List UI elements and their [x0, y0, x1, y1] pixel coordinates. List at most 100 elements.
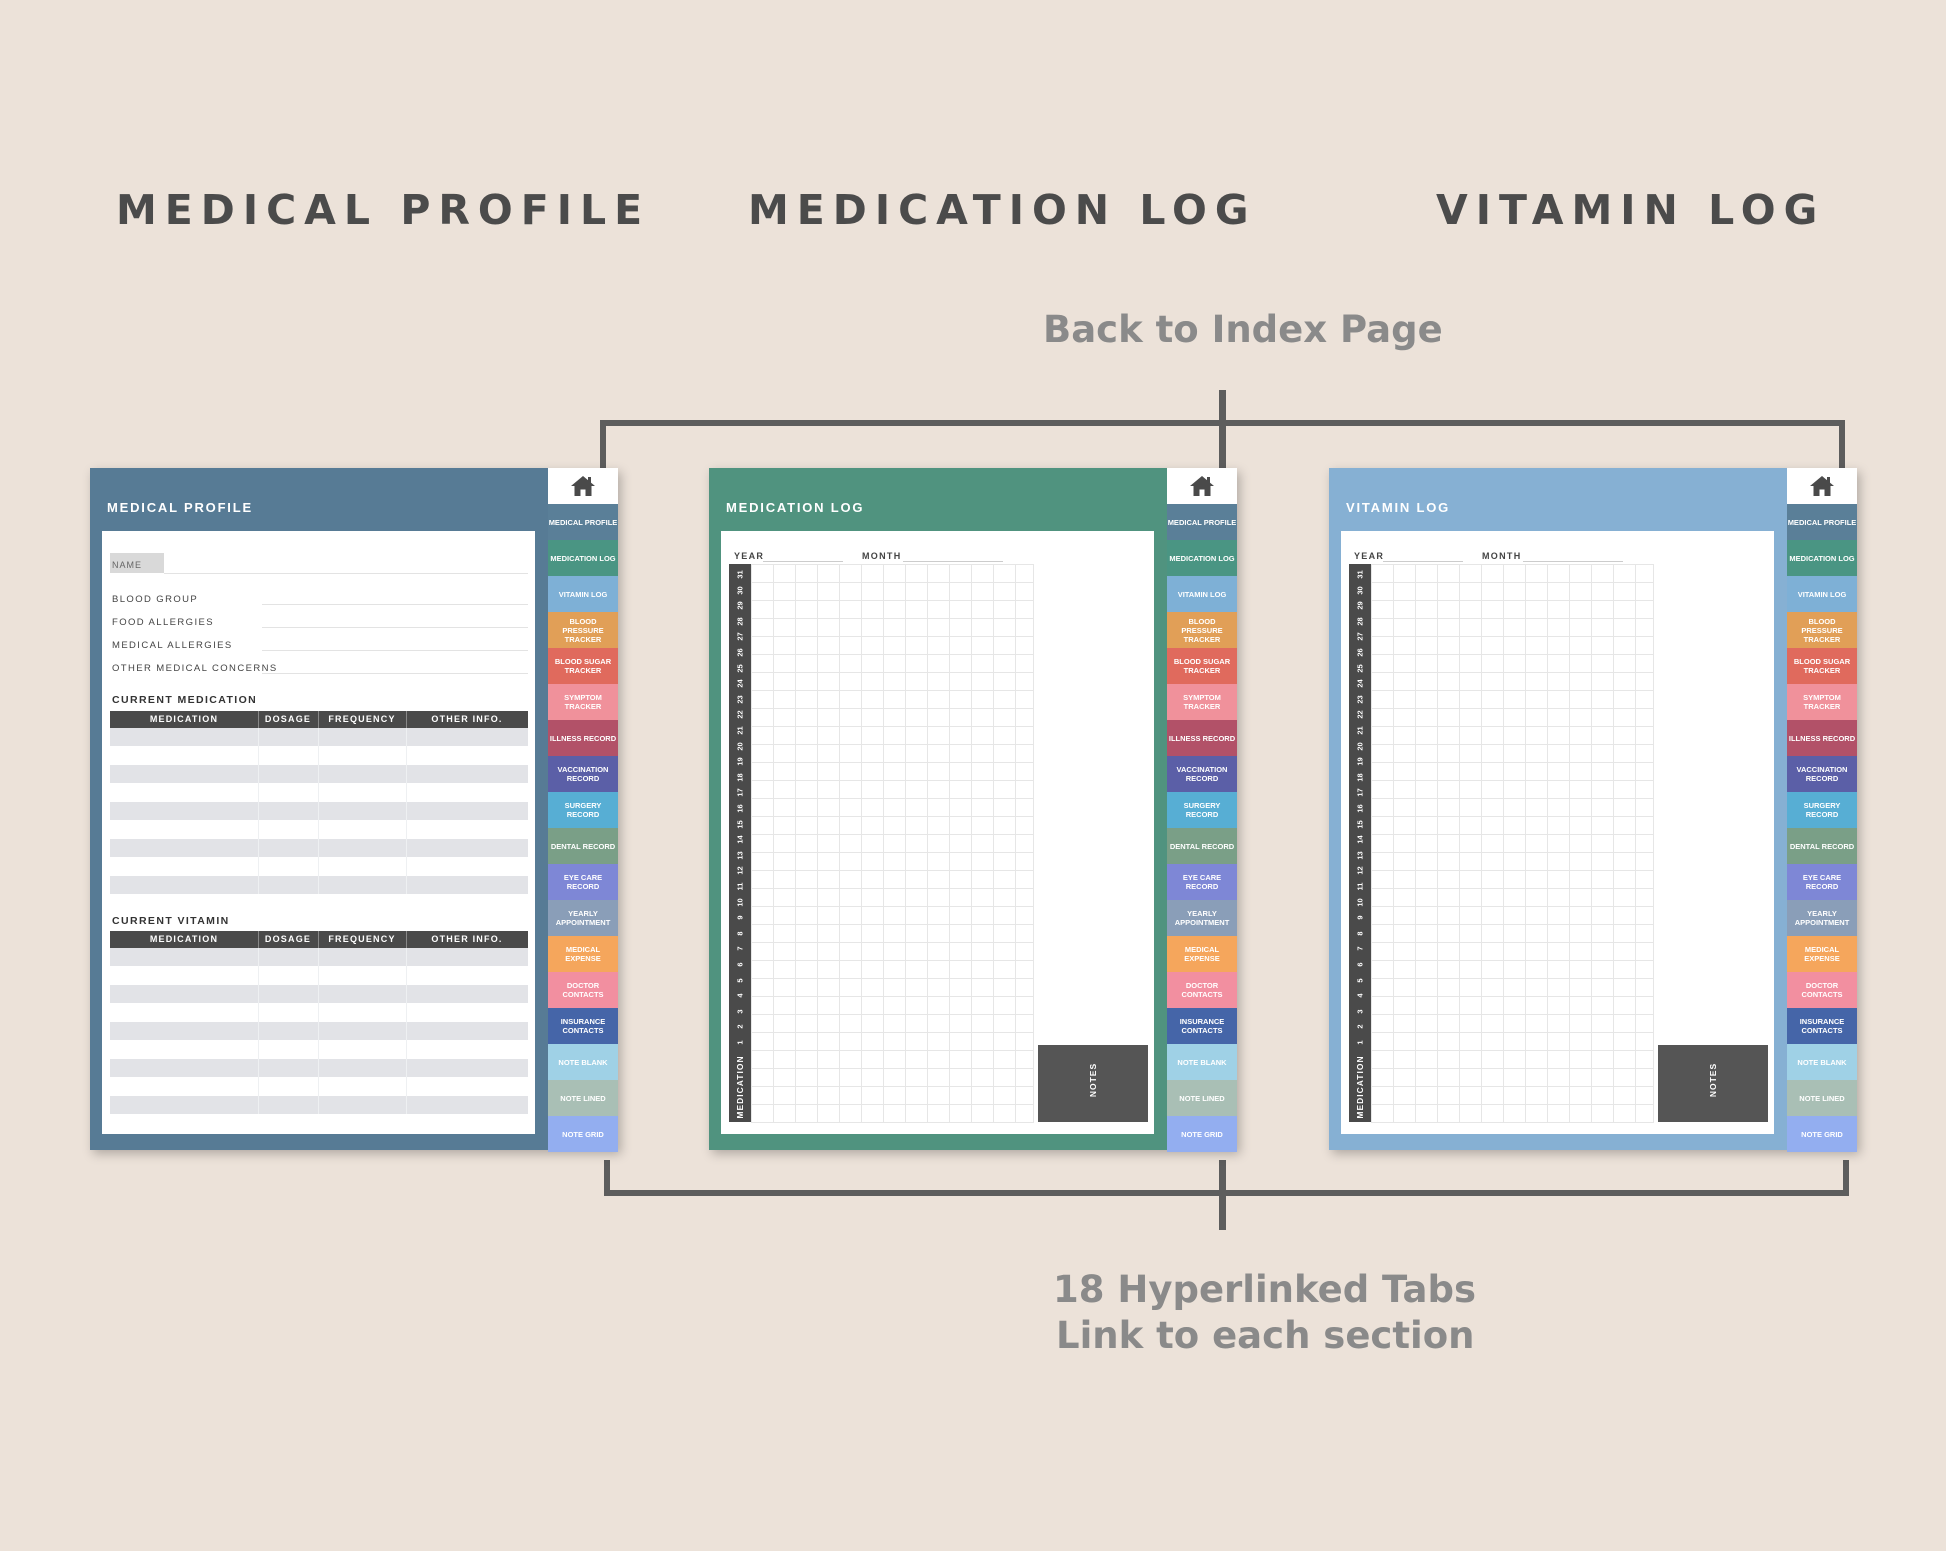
tab-symptom-tracker[interactable]: SYMPTOM TRACKER [1787, 684, 1857, 720]
field-label: BLOOD GROUP [112, 594, 199, 605]
tab-symptom-tracker[interactable]: SYMPTOM TRACKER [548, 684, 618, 720]
home-icon [1810, 476, 1834, 496]
tab-yearly-appointment[interactable]: YEARLY APPOINTMENT [1167, 900, 1237, 936]
tab-vitamin-log[interactable]: VITAMIN LOG [548, 576, 618, 612]
tab-vaccination-record[interactable]: VACCINATION RECORD [1787, 756, 1857, 792]
page-title: VITAMIN LOG [1346, 500, 1451, 515]
vitamin-table-header: MEDICATION DOSAGE FREQUENCY OTHER INFO. [110, 931, 528, 948]
home-tab[interactable] [1787, 468, 1857, 504]
home-icon [571, 476, 595, 496]
tab-medication-log[interactable]: MEDICATION LOG [1787, 540, 1857, 576]
tab-vaccination-record[interactable]: VACCINATION RECORD [548, 756, 618, 792]
tab-dental-record[interactable]: DENTAL RECORD [1787, 828, 1857, 864]
field-line[interactable] [262, 604, 528, 605]
tab-medical-expense[interactable]: MEDICAL EXPENSE [1787, 936, 1857, 972]
tab-yearly-appointment[interactable]: YEARLY APPOINTMENT [548, 900, 618, 936]
tab-note-blank[interactable]: NOTE BLANK [548, 1044, 618, 1080]
month-field[interactable] [1523, 561, 1623, 562]
tab-medical-expense[interactable]: MEDICAL EXPENSE [1167, 936, 1237, 972]
tab-note-grid[interactable]: NOTE GRID [1787, 1116, 1857, 1152]
tab-medical-expense[interactable]: MEDICAL EXPENSE [548, 936, 618, 972]
tab-symptom-tracker[interactable]: SYMPTOM TRACKER [1167, 684, 1237, 720]
tab-medical-profile[interactable]: MEDICAL PROFILE [1167, 504, 1237, 540]
tab-eye-care-record[interactable]: EYE CARE RECORD [1787, 864, 1857, 900]
tab-surgery-record[interactable]: SURGERY RECORD [1167, 792, 1237, 828]
tab-blood-pressure-tracker[interactable]: BLOOD PRESSURE TRACKER [548, 612, 618, 648]
table-header-dosage: DOSAGE [264, 714, 312, 724]
tab-medication-log[interactable]: MEDICATION LOG [1167, 540, 1237, 576]
tab-note-lined[interactable]: NOTE LINED [1787, 1080, 1857, 1116]
year-field[interactable] [1383, 561, 1463, 562]
tab-insurance-contacts[interactable]: INSURANCE CONTACTS [548, 1008, 618, 1044]
home-icon [1190, 476, 1214, 496]
heading-vitamin-log: VITAMIN LOG [1436, 186, 1826, 234]
tab-doctor-contacts[interactable]: DOCTOR CONTACTS [1167, 972, 1237, 1008]
caption-tabs-line2: Link to each section [1056, 1314, 1475, 1357]
tab-note-lined[interactable]: NOTE LINED [1167, 1080, 1237, 1116]
field-label: MEDICAL ALLERGIES [112, 640, 233, 651]
tab-blood-sugar-tracker[interactable]: BLOOD SUGAR TRACKER [1787, 648, 1857, 684]
tab-medical-profile[interactable]: MEDICAL PROFILE [1787, 504, 1857, 540]
table-header-frequency: FREQUENCY [328, 714, 396, 724]
tab-vitamin-log[interactable]: VITAMIN LOG [1787, 576, 1857, 612]
tab-illness-record[interactable]: ILLNESS RECORD [548, 720, 618, 756]
table-header-other-info: OTHER INFO. [431, 714, 503, 724]
tab-eye-care-record[interactable]: EYE CARE RECORD [1167, 864, 1237, 900]
tab-blood-pressure-tracker[interactable]: BLOOD PRESSURE TRACKER [1167, 612, 1237, 648]
tab-surgery-record[interactable]: SURGERY RECORD [548, 792, 618, 828]
tab-dental-record[interactable]: DENTAL RECORD [548, 828, 618, 864]
tab-doctor-contacts[interactable]: DOCTOR CONTACTS [1787, 972, 1857, 1008]
caption-tabs-line1: 18 Hyperlinked Tabs [1053, 1268, 1477, 1311]
side-label: MEDICATION [1355, 1055, 1365, 1119]
log-grid[interactable] [1371, 564, 1654, 1123]
tab-note-grid[interactable]: NOTE GRID [1167, 1116, 1237, 1152]
month-label: MONTH [862, 551, 902, 561]
notes-box[interactable]: NOTES [1658, 1045, 1768, 1122]
tab-medication-log[interactable]: MEDICATION LOG [548, 540, 618, 576]
heading-medical-profile: MEDICAL PROFILE [116, 186, 651, 234]
tab-dental-record[interactable]: DENTAL RECORD [1167, 828, 1237, 864]
tab-vitamin-log[interactable]: VITAMIN LOG [1167, 576, 1237, 612]
notes-box[interactable]: NOTES [1038, 1045, 1148, 1122]
tab-doctor-contacts[interactable]: DOCTOR CONTACTS [548, 972, 618, 1008]
table-header-other-info: OTHER INFO. [431, 934, 503, 944]
tab-vaccination-record[interactable]: VACCINATION RECORD [1167, 756, 1237, 792]
home-tab[interactable] [1167, 468, 1237, 504]
year-field[interactable] [763, 561, 843, 562]
tab-illness-record[interactable]: ILLNESS RECORD [1787, 720, 1857, 756]
tab-eye-care-record[interactable]: EYE CARE RECORD [548, 864, 618, 900]
tab-surgery-record[interactable]: SURGERY RECORD [1787, 792, 1857, 828]
tab-medical-profile[interactable]: MEDICAL PROFILE [548, 504, 618, 540]
current-vitamin-title: CURRENT VITAMIN [112, 915, 230, 927]
tab-note-blank[interactable]: NOTE BLANK [1787, 1044, 1857, 1080]
side-label: MEDICATION [735, 1055, 745, 1119]
tab-illness-record[interactable]: ILLNESS RECORD [1167, 720, 1237, 756]
planner-medical-profile: MEDICAL PROFILE NAME BLOOD GROUP FOOD AL… [90, 468, 618, 1152]
tab-blood-pressure-tracker[interactable]: BLOOD PRESSURE TRACKER [1787, 612, 1857, 648]
tab-insurance-contacts[interactable]: INSURANCE CONTACTS [1787, 1008, 1857, 1044]
field-line[interactable] [262, 627, 528, 628]
tab-note-blank[interactable]: NOTE BLANK [1167, 1044, 1237, 1080]
month-field[interactable] [903, 561, 1003, 562]
notes-label: NOTES [1088, 1062, 1098, 1098]
tab-insurance-contacts[interactable]: INSURANCE CONTACTS [1167, 1008, 1237, 1044]
field-line[interactable] [262, 650, 528, 651]
tab-blood-sugar-tracker[interactable]: BLOOD SUGAR TRACKER [1167, 648, 1237, 684]
year-label: YEAR [734, 551, 765, 561]
table-header-medication: MEDICATION [149, 714, 219, 724]
tab-note-lined[interactable]: NOTE LINED [548, 1080, 618, 1116]
log-grid[interactable] [751, 564, 1034, 1123]
field-line[interactable] [262, 673, 528, 674]
tab-blood-sugar-tracker[interactable]: BLOOD SUGAR TRACKER [548, 648, 618, 684]
tab-note-grid[interactable]: NOTE GRID [548, 1116, 618, 1152]
home-tab[interactable] [548, 468, 618, 504]
field-label: OTHER MEDICAL CONCERNS [112, 663, 278, 674]
tab-yearly-appointment[interactable]: YEARLY APPOINTMENT [1787, 900, 1857, 936]
name-field-line[interactable] [164, 573, 528, 574]
